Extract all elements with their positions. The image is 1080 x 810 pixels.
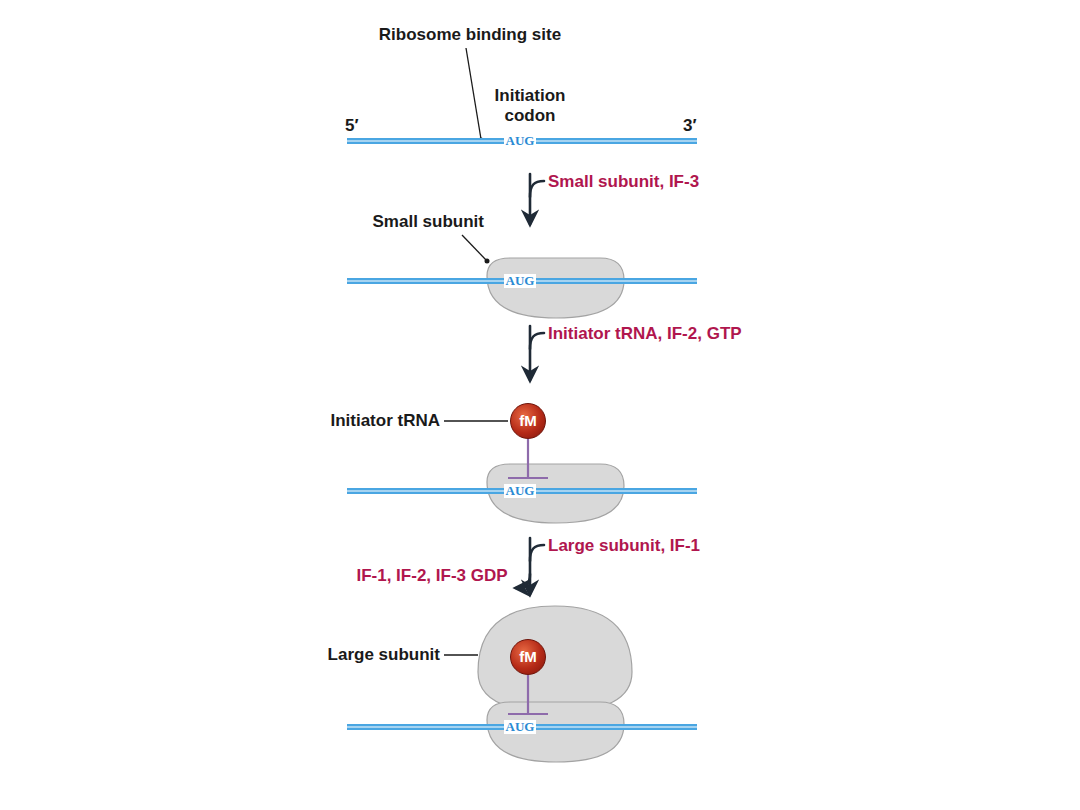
part-label: Large subunit bbox=[328, 645, 440, 665]
part-label: Initiation codon bbox=[480, 86, 580, 126]
part-label: 3′ bbox=[683, 116, 697, 136]
initiator-trna-methionine: fM bbox=[510, 403, 546, 439]
part-label: 5′ bbox=[345, 116, 359, 136]
part-label: Ribosome binding site bbox=[379, 25, 561, 45]
step-label: Initiator tRNA, IF-2, GTP bbox=[548, 324, 742, 344]
initiator-trna-methionine: fM bbox=[510, 639, 546, 675]
codon-label: AUG bbox=[504, 274, 537, 288]
part-label: Small subunit bbox=[373, 212, 484, 232]
codon-label: AUG bbox=[504, 720, 537, 734]
amino-acid-label: fM bbox=[519, 649, 537, 665]
part-label: Initiator tRNA bbox=[330, 411, 440, 431]
step-arrows bbox=[516, 174, 544, 594]
step-label: Large subunit, IF-1 bbox=[548, 536, 700, 556]
trna-stem bbox=[508, 439, 548, 714]
codon-label: AUG bbox=[504, 484, 537, 498]
codon-label: AUG bbox=[504, 134, 537, 148]
step-label: IF-1, IF-2, IF-3 GDP bbox=[356, 566, 508, 586]
leader-dot bbox=[485, 259, 490, 264]
step-label: Small subunit, IF-3 bbox=[548, 172, 699, 192]
amino-acid-label: fM bbox=[519, 413, 537, 429]
mrna-strand bbox=[347, 141, 697, 727]
